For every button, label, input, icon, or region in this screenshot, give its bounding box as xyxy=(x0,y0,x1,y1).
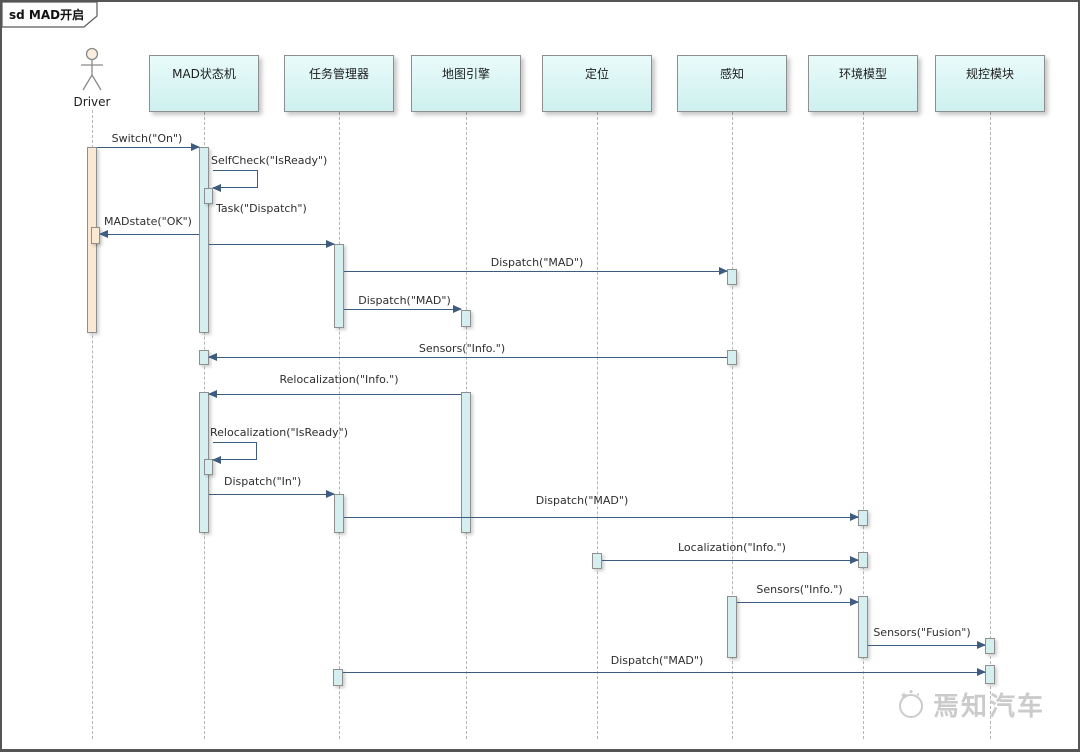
message-label: Dispatch("MAD") xyxy=(535,494,629,507)
message-arrow-sensors-fusion xyxy=(868,641,986,649)
lifeline-label: 感知 xyxy=(719,67,744,81)
arrowhead-icon xyxy=(719,267,728,275)
activation-bar-map-1 xyxy=(461,310,471,327)
lifeline-dash-localization xyxy=(597,112,598,739)
activation-bar-map-2 xyxy=(461,392,471,533)
arrowhead-icon xyxy=(850,513,859,521)
activation-bar-perception-1 xyxy=(727,269,737,285)
message-arrow-selfcheck xyxy=(212,170,258,192)
lifeline-label: 定位 xyxy=(584,67,609,81)
lifeline-head-localization: 定位 xyxy=(542,55,652,112)
activation-bar-localization xyxy=(592,553,602,569)
lifeline-dash-driver xyxy=(92,110,93,739)
message-arrow-relocalization-isready xyxy=(212,442,257,464)
watermark: 焉知汽车 xyxy=(895,686,1045,723)
message-arrow-dispatch-in xyxy=(209,490,335,498)
message-arrow-switch-on xyxy=(97,143,200,151)
message-arrow-sensors-info-env xyxy=(737,598,859,606)
message-arrow-task-dispatch xyxy=(209,240,335,248)
activation-bar-perception-3 xyxy=(727,596,737,658)
lifeline-head-mad-state-machine: MAD状态机 xyxy=(149,55,259,112)
arrowhead-icon xyxy=(191,143,200,151)
lifeline-label: 任务管理器 xyxy=(308,67,369,81)
watermark-text: 焉知汽车 xyxy=(933,692,1046,722)
activation-bar-env-2 xyxy=(858,552,868,568)
lifeline-label: MAD状态机 xyxy=(172,67,236,81)
message-arrow-sensors-info-mad xyxy=(208,353,727,361)
message-arrow-madstate-ok xyxy=(99,230,199,238)
message-arrow-localization-info xyxy=(602,556,859,564)
arrowhead-icon xyxy=(208,390,217,398)
message-label: Sensors("Info.") xyxy=(418,342,506,355)
message-arrow-dispatch-mad-pnc xyxy=(343,668,986,676)
message-arrow-relocalization-info xyxy=(208,390,461,398)
message-arrow-dispatch-mad-env xyxy=(344,513,859,521)
frame-title-text: sd MAD开启 xyxy=(9,8,85,22)
activation-bar-pnc-2 xyxy=(985,665,995,684)
message-label: Task("Dispatch") xyxy=(216,202,307,215)
lifeline-head-environment-model: 环境模型 xyxy=(808,55,918,112)
activation-bar-task-1 xyxy=(334,244,344,328)
message-label: Dispatch("In") xyxy=(224,475,302,488)
activation-bar-env-3 xyxy=(858,596,868,658)
frame-pentagon-icon xyxy=(2,2,98,28)
lifeline-head-planning-control: 规控模块 xyxy=(935,55,1045,112)
message-arrow-dispatch-mad-perception xyxy=(344,267,728,275)
lifeline-head-task-manager: 任务管理器 xyxy=(284,55,394,112)
actor-driver-label: Driver xyxy=(73,95,111,109)
lifeline-label: 环境模型 xyxy=(838,67,887,81)
lifeline-dash-task-manager xyxy=(339,112,340,739)
message-label: Sensors("Fusion") xyxy=(873,626,971,639)
arrowhead-icon xyxy=(326,240,335,248)
message-label: Relocalization("Info.") xyxy=(279,373,399,386)
message-label: Sensors("Info.") xyxy=(756,583,843,596)
activation-bar-mad-selfcheck xyxy=(204,188,213,204)
actor-driver-icon xyxy=(81,47,103,91)
arrowhead-icon xyxy=(99,230,108,238)
arrowhead-icon xyxy=(850,556,859,564)
lifeline-label: 地图引擎 xyxy=(441,67,490,81)
yanzhi-logo-icon xyxy=(899,689,923,718)
lifeline-dash-planning-control xyxy=(990,112,991,739)
activation-bar-perception-2 xyxy=(727,350,737,365)
lifeline-head-perception: 感知 xyxy=(677,55,787,112)
arrowhead-icon xyxy=(977,641,986,649)
message-label: SelfCheck("IsReady") xyxy=(211,154,328,167)
message-label: Dispatch("MAD") xyxy=(610,654,704,667)
activation-bar-pnc-1 xyxy=(985,638,995,654)
arrowhead-icon xyxy=(212,456,221,464)
arrowhead-icon xyxy=(208,353,217,361)
lifeline-label: 规控模块 xyxy=(965,67,1014,81)
frame-title: sd MAD开启 xyxy=(2,2,98,28)
arrowhead-icon xyxy=(212,184,221,192)
arrowhead-icon xyxy=(977,668,986,676)
activation-bar-task-2 xyxy=(334,494,344,533)
message-label: MADstate("OK") xyxy=(104,215,192,228)
lifeline-head-map-engine: 地图引擎 xyxy=(411,55,521,112)
message-label: Switch("On") xyxy=(111,132,183,145)
message-label: Dispatch("MAD") xyxy=(358,294,451,307)
arrowhead-icon xyxy=(850,598,859,606)
message-arrow-dispatch-mad-map xyxy=(344,305,462,313)
activation-bar-task-3 xyxy=(333,669,343,686)
activation-bar-mad-1 xyxy=(199,147,209,333)
message-label: Dispatch("MAD") xyxy=(490,256,584,269)
message-label: Localization("Info.") xyxy=(678,541,786,554)
activation-bar-env-1 xyxy=(858,510,868,526)
lifeline-dash-perception xyxy=(732,112,733,739)
lifeline-dash-environment-model xyxy=(863,112,864,739)
arrowhead-icon xyxy=(326,490,335,498)
arrowhead-icon xyxy=(453,305,462,313)
activation-bar-mad-reloc-self xyxy=(204,459,213,475)
message-label: Relocalization("IsReady") xyxy=(210,426,349,439)
